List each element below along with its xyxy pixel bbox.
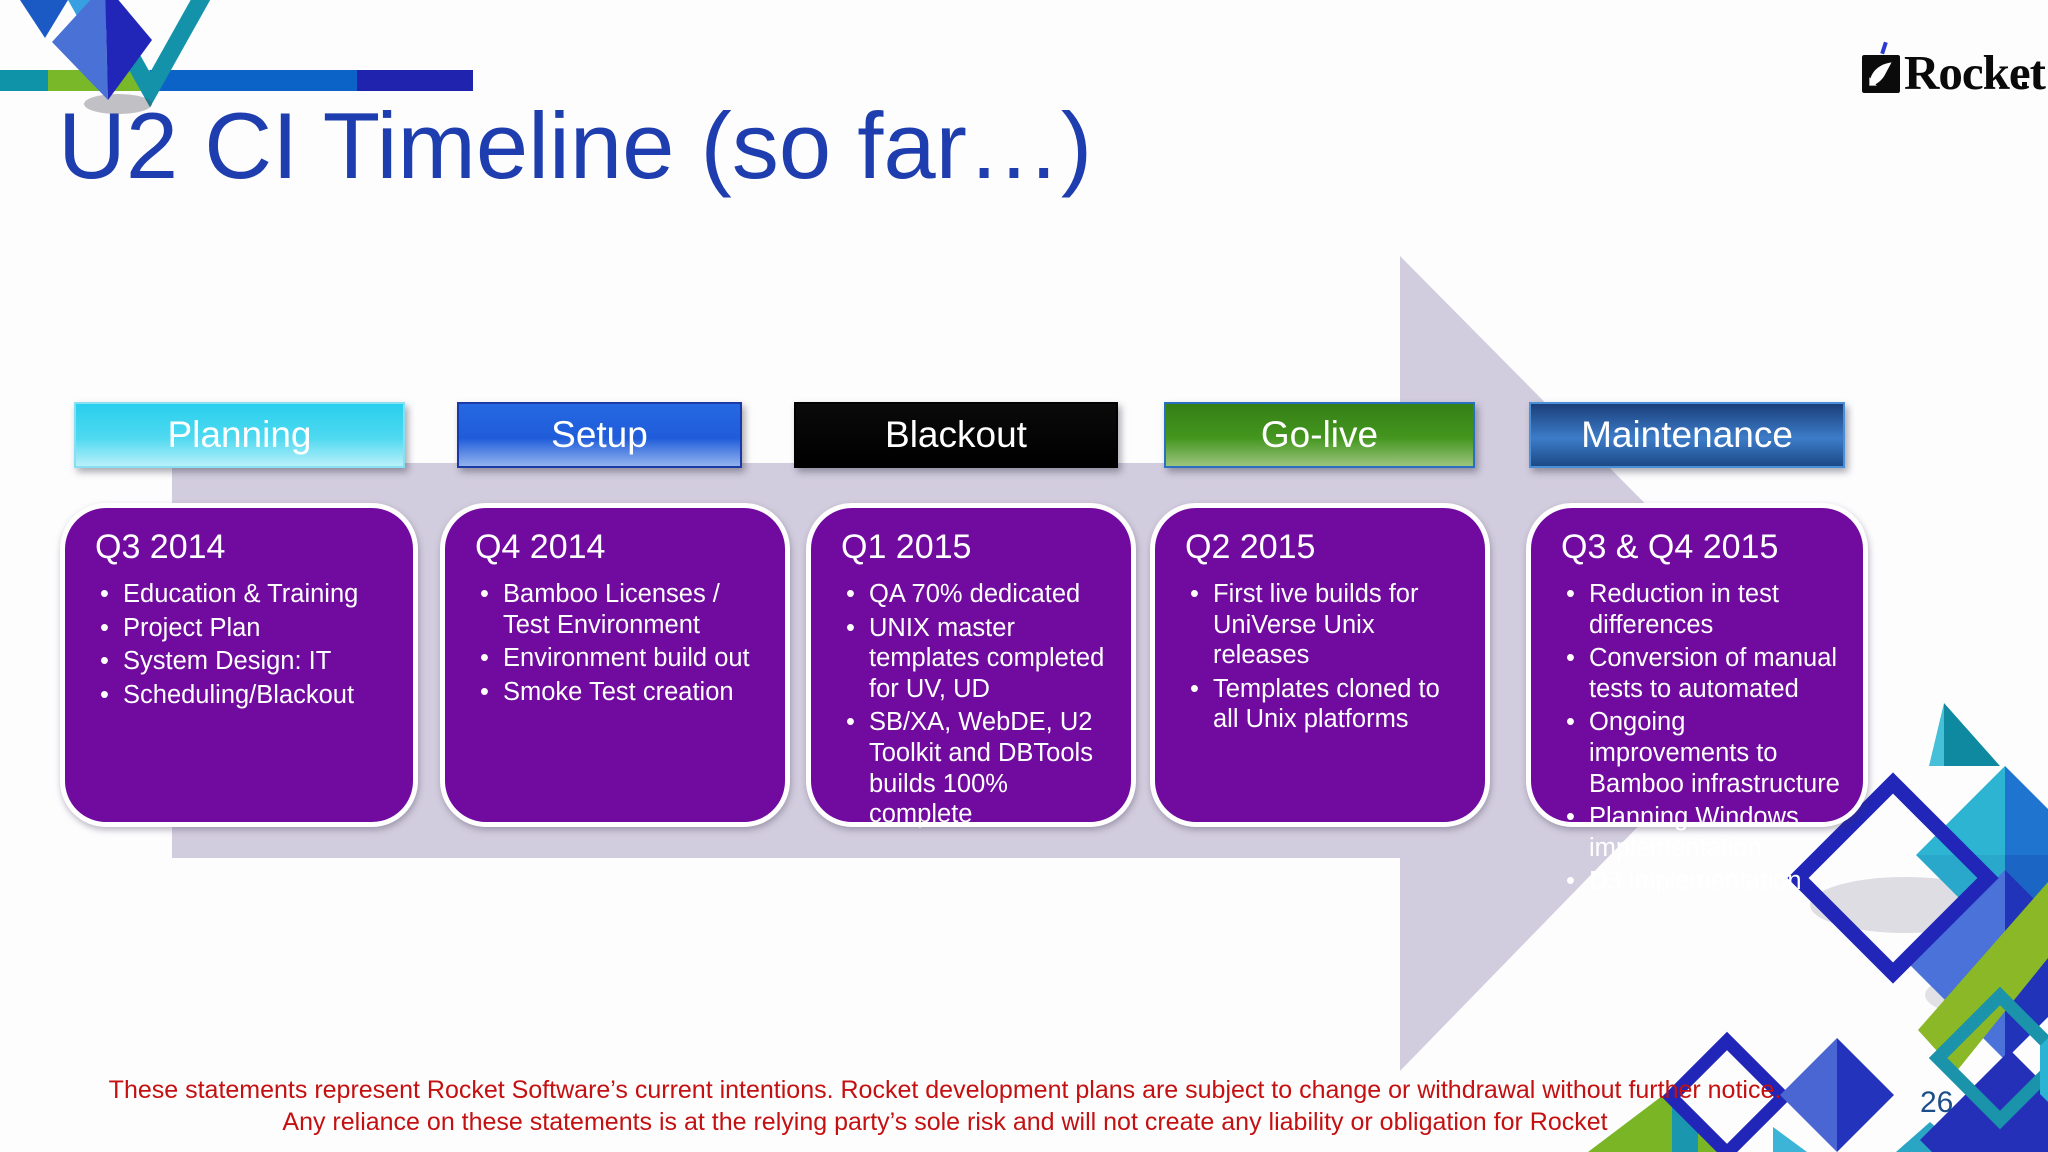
bullet-item: QA 70% dedicated — [839, 579, 1113, 610]
quarter-label: Q3 2014 — [95, 528, 226, 566]
bullet-list: Reduction in test differencesConversion … — [1559, 579, 1845, 897]
bullet-list: Education & TrainingProject PlanSystem D… — [93, 579, 395, 710]
bullet-item: UNIX master templates completed for UV, … — [839, 613, 1113, 705]
phase-box-q2-2015: Q2 2015 First live builds for UniVerse U… — [1150, 503, 1490, 827]
brand-trademark-dot — [2022, 82, 2027, 87]
bullet-item: Reduction in test differences — [1559, 579, 1845, 640]
quarter-label: Q1 2015 — [841, 528, 972, 566]
bullet-item: Bamboo Licenses / Test Environment — [473, 579, 767, 640]
disclaimer-line-2: Any reliance on these statements is at t… — [282, 1107, 1608, 1136]
bullet-item: Education & Training — [93, 579, 395, 610]
quarter-label: Q4 2014 — [475, 528, 606, 566]
phase-box-q3-2014: Q3 2014 Education & TrainingProject Plan… — [60, 503, 418, 827]
phase-column-setup: Setup Q4 2014 Bamboo Licenses / Test Env… — [440, 402, 790, 827]
bullet-list: Bamboo Licenses / Test EnvironmentEnviro… — [473, 579, 767, 707]
diamond-icon — [52, 0, 108, 100]
phase-column-blackout: Blackout Q1 2015 QA 70% dedicatedUNIX ma… — [794, 402, 1136, 830]
quarter-label: Q3 & Q4 2015 — [1561, 528, 1779, 566]
brand-name: Rocket — [1904, 45, 2046, 100]
bullet-item: Scheduling/Blackout — [93, 680, 395, 711]
bullet-list: QA 70% dedicatedUNIX master templates co… — [839, 579, 1113, 830]
bullet-item: Project Plan — [93, 613, 395, 644]
phase-column-maintenance: Maintenance Q3 & Q4 2015 Reduction in te… — [1526, 402, 1868, 897]
rocket-logo-icon — [1862, 55, 1900, 93]
phase-header-maintenance: Maintenance — [1529, 402, 1845, 468]
bullet-item: SB/XA, WebDE, U2 Toolkit and DBTools bui… — [839, 707, 1113, 829]
bullet-item: Templates cloned to all Unix platforms — [1183, 674, 1467, 735]
phase-header-go-live: Go-live — [1164, 402, 1475, 468]
bullet-item: D3 implementation — [1559, 866, 1845, 897]
phase-header-planning: Planning — [74, 402, 405, 468]
bullet-list: First live builds for UniVerse Unix rele… — [1183, 579, 1467, 735]
quarter-label: Q2 2015 — [1185, 528, 1316, 566]
bullet-item: Smoke Test creation — [473, 677, 767, 708]
bullet-item: Environment build out — [473, 643, 767, 674]
page-number: 26 — [1920, 1086, 1954, 1119]
disclaimer: These statements represent Rocket Softwa… — [100, 1075, 1790, 1138]
disclaimer-line-1: These statements represent Rocket Softwa… — [108, 1076, 1782, 1104]
bullet-item: First live builds for UniVerse Unix rele… — [1183, 579, 1467, 671]
phase-box-q1-2015: Q1 2015 QA 70% dedicatedUNIX master temp… — [806, 503, 1136, 830]
phase-column-go-live: Go-live Q2 2015 First live builds for Un… — [1150, 402, 1490, 827]
page-title: U2 CI Timeline (so far…) — [58, 93, 1093, 198]
phase-column-planning: Planning Q3 2014 Education & TrainingPro… — [60, 402, 418, 827]
bullet-item: Planning Windows implementation — [1559, 802, 1845, 863]
phase-header-setup: Setup — [457, 402, 742, 468]
bullet-item: Conversion of manual tests to automated — [1559, 643, 1845, 704]
bullet-item: System Design: IT — [93, 646, 395, 677]
phase-box-q4-2014: Q4 2014 Bamboo Licenses / Test Environme… — [440, 503, 790, 827]
top-left-decoration — [0, 0, 473, 114]
bullet-item: Ongoing improvements to Bamboo infrastru… — [1559, 707, 1845, 799]
hollow-diamond-icon — [1928, 986, 2048, 1130]
hollow-diamond-icon — [1661, 1031, 1793, 1152]
phase-box-q3-q4-2015: Q3 & Q4 2015 Reduction in test differenc… — [1526, 503, 1868, 897]
phase-header-blackout: Blackout — [794, 402, 1118, 468]
